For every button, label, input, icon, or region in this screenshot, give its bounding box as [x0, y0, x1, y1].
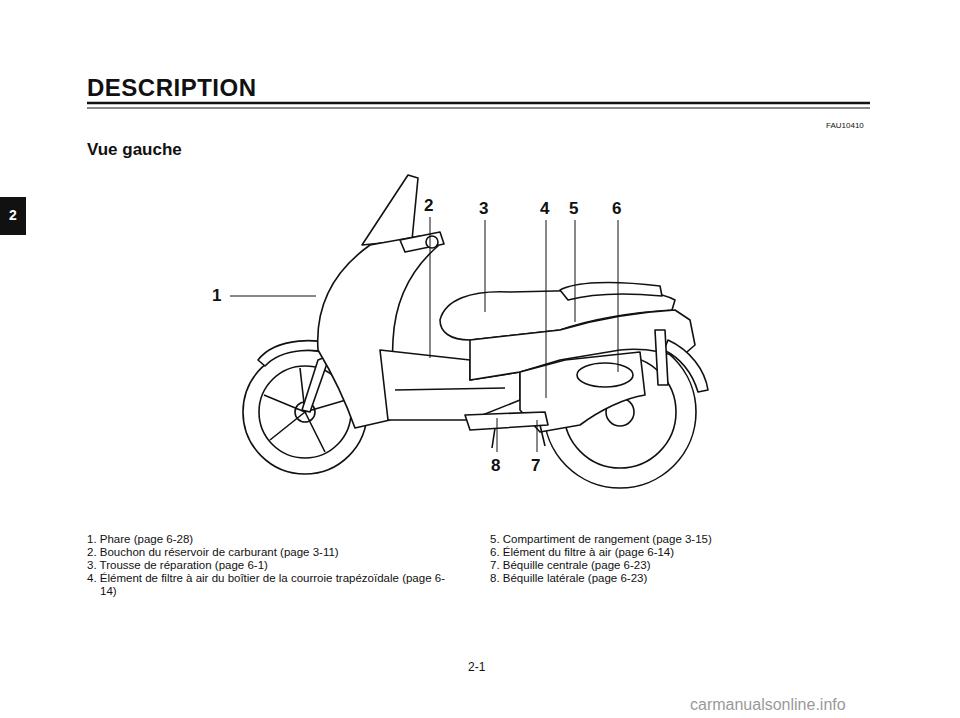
- callout-number: 7: [531, 456, 540, 476]
- legend-line: 6. Élément du filtre à air (page 6-14): [490, 546, 883, 559]
- legend-line: 1. Phare (page 6-28): [87, 533, 480, 546]
- legend-line: 8. Béquille latérale (page 6-23): [490, 572, 883, 585]
- watermark: carmanualsonline.info: [690, 696, 846, 714]
- callout-number: 8: [491, 456, 500, 476]
- page-number: 2-1: [468, 660, 485, 674]
- legend-line: 5. Compartiment de rangement (page 3-15): [490, 533, 883, 546]
- doc-code: FAU10410: [826, 121, 864, 130]
- callout-number: 5: [569, 199, 578, 219]
- chapter-tab: [0, 197, 26, 235]
- callout-number: 6: [612, 199, 621, 219]
- chapter-tab-number: 2: [9, 207, 17, 223]
- callout-number: 1: [212, 286, 221, 306]
- callout-number: 4: [540, 199, 549, 219]
- legend-line: 7. Béquille centrale (page 6-23): [490, 559, 883, 572]
- section-heading: Vue gauche: [87, 140, 182, 160]
- callout-number: 3: [479, 199, 488, 219]
- legend-line: 2. Bouchon du réservoir de carburant (pa…: [87, 546, 480, 559]
- callout-number: 2: [424, 196, 433, 216]
- page-heading: DESCRIPTION: [87, 74, 257, 102]
- legend-line: 3. Trousse de réparation (page 6-1): [87, 559, 480, 572]
- legend-line: 4. Élément de filtre à air du boîtier de…: [87, 572, 455, 598]
